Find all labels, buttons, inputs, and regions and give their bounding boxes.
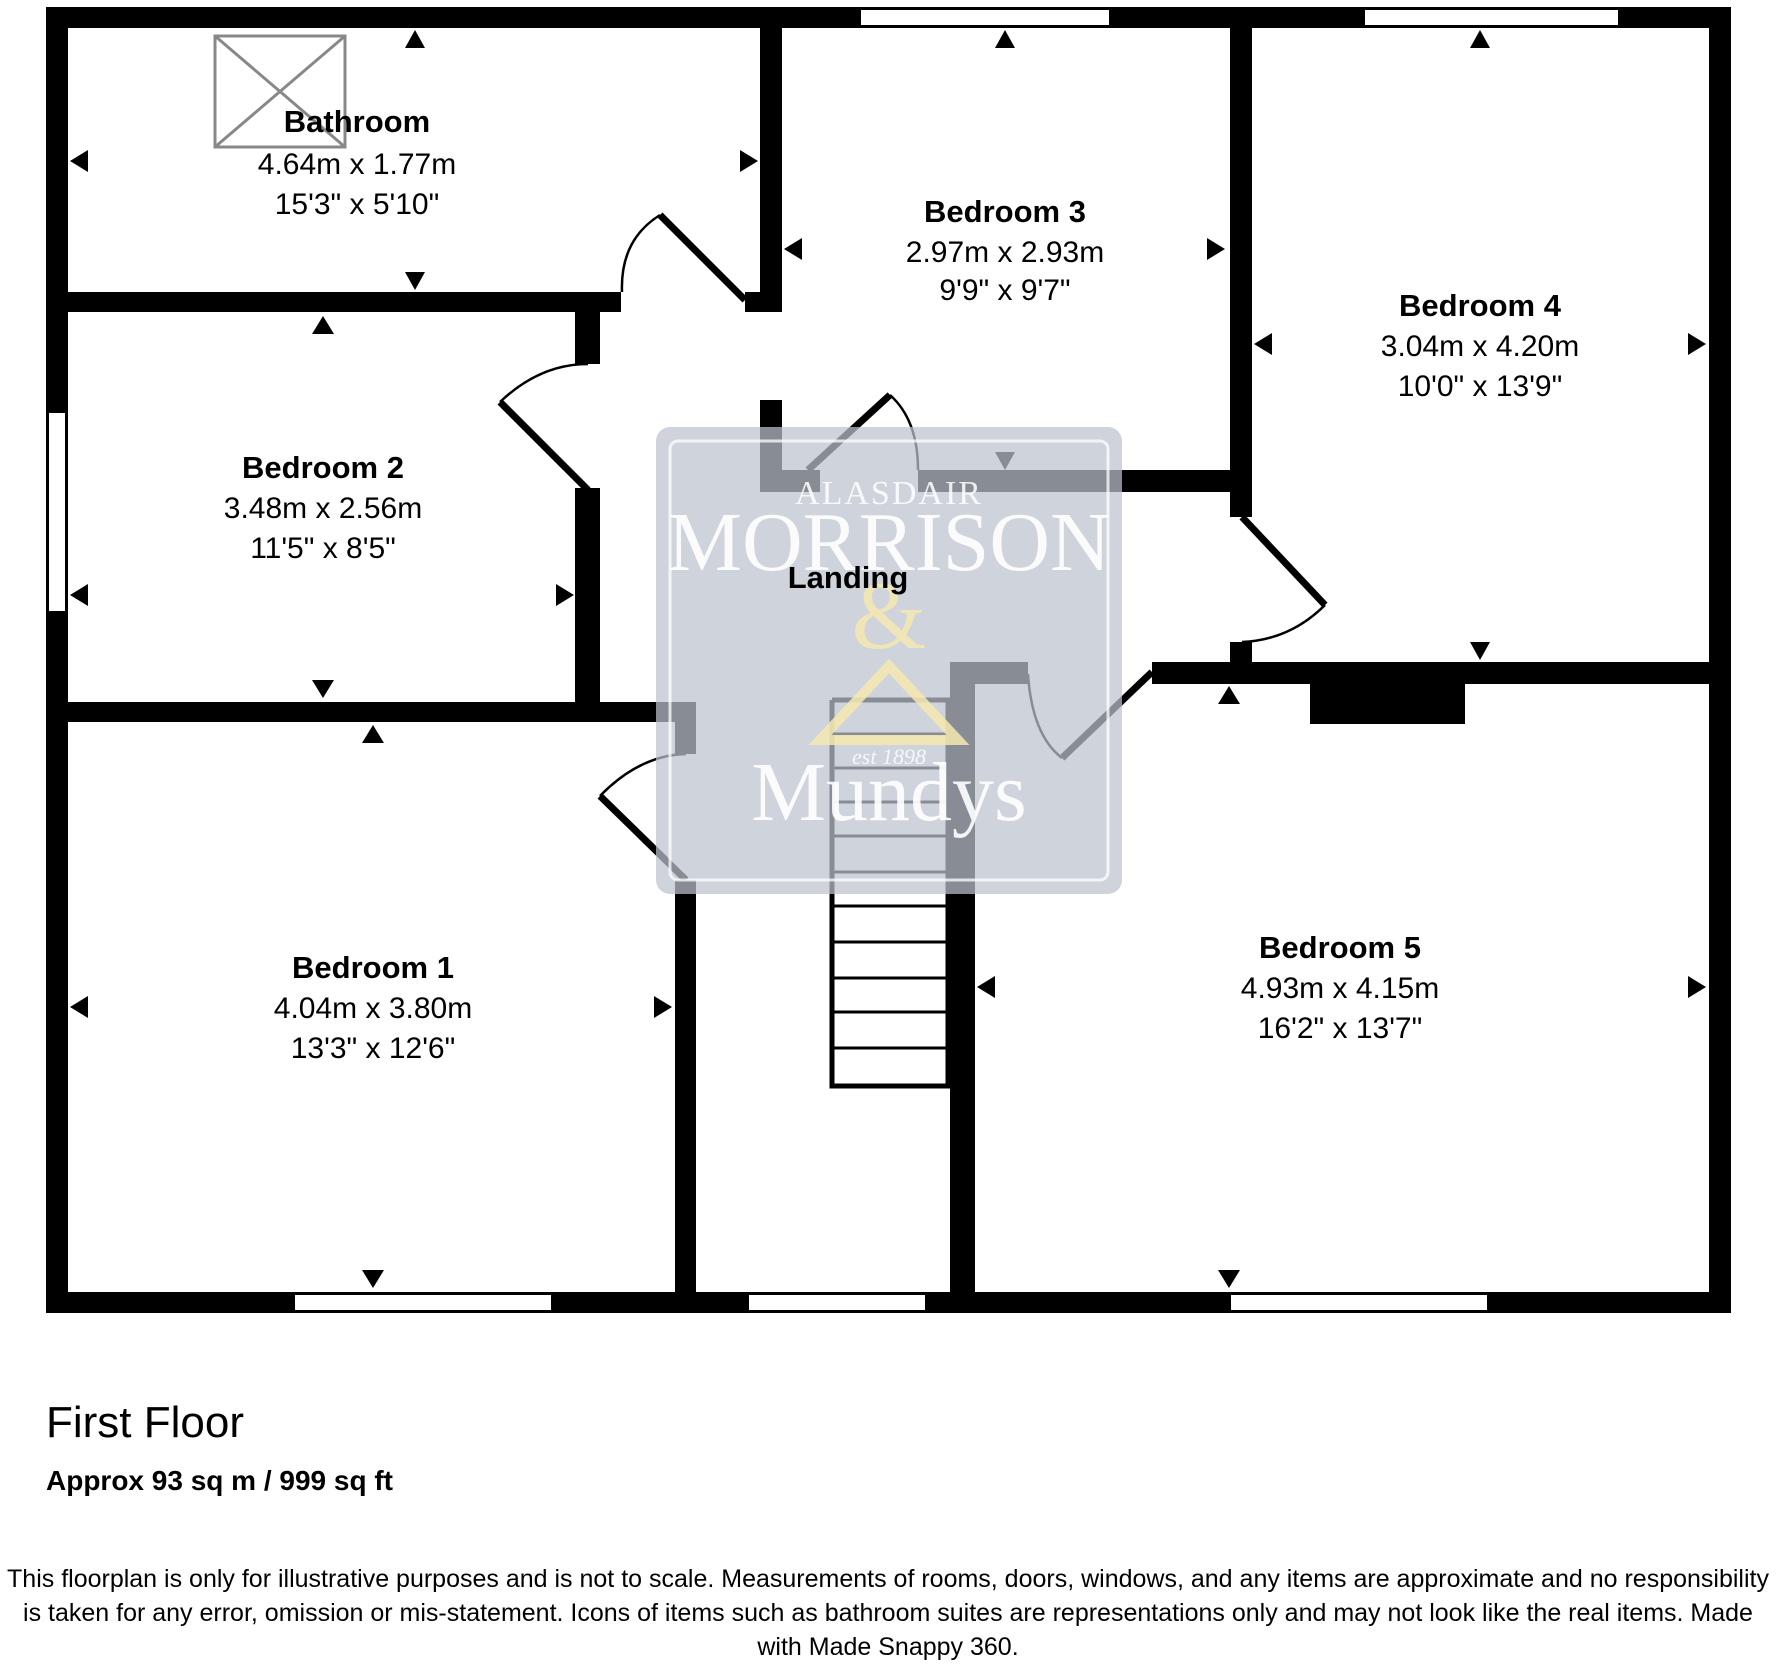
- room-label-bedroom1: Bedroom 1 4.04m x 3.80m 13'3" x 12'6": [274, 950, 472, 1065]
- floor-title: First Floor: [46, 1398, 244, 1447]
- watermark-amp: &: [852, 562, 927, 669]
- bedroom4-door: [1239, 514, 1328, 644]
- watermark-est: est 1898: [852, 744, 926, 769]
- room-label-bedroom3: Bedroom 3 2.97m x 2.93m 9'9" x 9'7": [906, 194, 1104, 307]
- watermark-line1: ALASDAIR: [795, 475, 983, 512]
- watermark-house-icon: [808, 658, 970, 745]
- bathroom-door: [620, 212, 748, 303]
- svg-text:10'0" x 13'9": 10'0" x 13'9": [1398, 370, 1563, 403]
- disclaimer-text: This floorplan is only for illustrative …: [7, 1565, 1769, 1661]
- svg-text:2.97m x 2.93m: 2.97m x 2.93m: [906, 236, 1104, 269]
- skylight-icon: [213, 34, 347, 149]
- svg-text:4.64m x 1.77m: 4.64m x 1.77m: [258, 148, 456, 181]
- room-label-bedroom5: Bedroom 5 4.93m x 4.15m 16'2" x 13'7": [1241, 930, 1439, 1045]
- room-label-bedroom4: Bedroom 4 3.04m x 4.20m 10'0" x 13'9": [1381, 288, 1579, 403]
- svg-text:3.48m x 2.56m: 3.48m x 2.56m: [224, 492, 422, 525]
- dimension-arrows: [70, 30, 1706, 1288]
- svg-text:16'2" x 13'7": 16'2" x 13'7": [1258, 1012, 1423, 1045]
- svg-text:9'9" x 9'7": 9'9" x 9'7": [939, 274, 1070, 307]
- bedroom2-door: [497, 362, 591, 493]
- svg-text:Bedroom 5: Bedroom 5: [1259, 930, 1421, 965]
- svg-text:Bathroom: Bathroom: [284, 104, 430, 139]
- svg-text:3.04m x 4.20m: 3.04m x 4.20m: [1381, 330, 1579, 363]
- svg-text:13'3" x 12'6": 13'3" x 12'6": [291, 1032, 456, 1065]
- room-label-landing: Landing: [788, 560, 909, 595]
- room-label-bathroom: Bathroom 4.64m x 1.77m 15'3" x 5'10": [258, 104, 456, 221]
- svg-text:15'3" x 5'10": 15'3" x 5'10": [275, 188, 440, 221]
- svg-text:4.04m x 3.80m: 4.04m x 3.80m: [274, 992, 472, 1025]
- watermark-line2: MORRISON: [667, 496, 1110, 589]
- floor-plan: ALASDAIR MORRISON & est 1898 Mundys Bath…: [46, 7, 1731, 1313]
- svg-text:4.93m x 4.15m: 4.93m x 4.15m: [1241, 972, 1439, 1005]
- svg-text:Bedroom 3: Bedroom 3: [924, 194, 1086, 229]
- svg-text:Bedroom 4: Bedroom 4: [1399, 288, 1562, 323]
- windows: [47, 8, 1620, 1312]
- floor-area: Approx 93 sq m / 999 sq ft: [46, 1465, 393, 1496]
- watermark-logo: ALASDAIR MORRISON & est 1898 Mundys: [656, 427, 1122, 894]
- svg-text:11'5" x 8'5": 11'5" x 8'5": [250, 532, 396, 565]
- svg-text:Landing: Landing: [788, 560, 909, 595]
- svg-text:Bedroom 2: Bedroom 2: [242, 450, 404, 485]
- watermark-line3: Mundys: [751, 746, 1026, 839]
- svg-text:Bedroom 1: Bedroom 1: [292, 950, 454, 985]
- room-label-bedroom2: Bedroom 2 3.48m x 2.56m 11'5" x 8'5": [224, 450, 422, 565]
